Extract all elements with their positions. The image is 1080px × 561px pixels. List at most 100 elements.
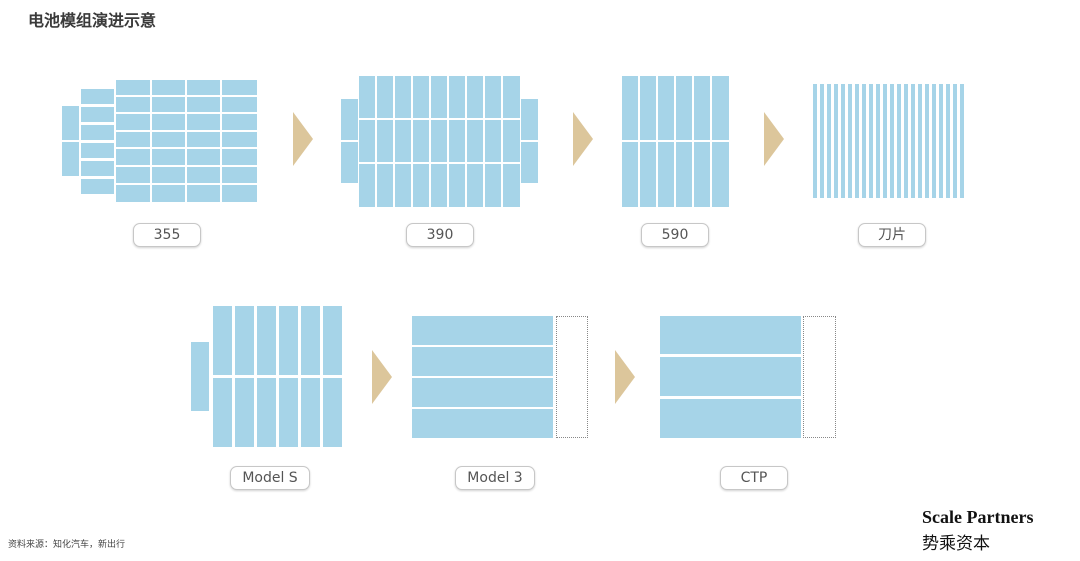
battery-cell: [377, 164, 393, 207]
battery-cell: [222, 167, 257, 183]
battery-cell: [676, 142, 692, 207]
battery-cell: [660, 357, 801, 396]
battery-cell: [116, 97, 150, 112]
label-590: 590: [641, 223, 709, 247]
battery-cell: [213, 378, 232, 447]
battery-cell: [213, 306, 232, 375]
battery-cell: [116, 149, 150, 165]
battery-cell: [503, 164, 520, 207]
arrow-right-icon: [573, 112, 593, 166]
battery-cell: [467, 120, 483, 162]
battery-cell: [359, 164, 375, 207]
battery-cell: [467, 164, 483, 207]
battery-cell: [359, 76, 375, 118]
battery-cell: [521, 99, 538, 140]
battery-cell: [395, 164, 411, 207]
battery-cell: [467, 76, 483, 118]
battery-cell: [222, 185, 257, 202]
battery-cell: [658, 142, 674, 207]
battery-cell: [377, 120, 393, 162]
battery-cell: [152, 185, 185, 202]
battery-cell: [503, 120, 520, 162]
battery-cell: [62, 106, 79, 140]
source-note: 资料来源：知化汽车，新出行: [8, 540, 126, 550]
battery-cell: [235, 306, 254, 375]
battery-cell: [116, 185, 150, 202]
battery-cell: [640, 76, 656, 140]
battery-cell: [187, 80, 220, 95]
battery-cell: [660, 399, 801, 438]
battery-cell: [449, 164, 465, 207]
battery-cell: [257, 306, 276, 375]
battery-cell: [187, 132, 220, 147]
battery-cell: [960, 84, 964, 198]
battery-cell: [116, 80, 150, 95]
battery-cell: [848, 84, 852, 198]
battery-cell: [62, 142, 79, 176]
battery-cell: [521, 142, 538, 183]
battery-cell: [449, 76, 465, 118]
label-355: 355: [133, 223, 201, 247]
battery-cell: [116, 132, 150, 147]
battery-cell: [323, 306, 342, 375]
battery-cell: [855, 84, 859, 198]
battery-cell: [152, 132, 185, 147]
battery-cell: [813, 84, 817, 198]
battery-cell: [413, 120, 429, 162]
battery-cell: [412, 347, 553, 376]
battery-cell: [222, 97, 257, 112]
battery-cell: [341, 142, 358, 183]
battery-cell: [116, 167, 150, 183]
battery-cell: [81, 107, 114, 122]
battery-cell: [503, 76, 520, 118]
battery-cell: [485, 120, 501, 162]
battery-cell: [187, 149, 220, 165]
battery-cell: [834, 84, 838, 198]
battery-cell: [712, 142, 729, 207]
battery-cell: [301, 378, 320, 447]
battery-cell: [235, 378, 254, 447]
battery-cell: [911, 84, 915, 198]
battery-cell: [412, 316, 553, 345]
battery-cell: [953, 84, 957, 198]
battery-cell: [152, 80, 185, 95]
battery-cell: [81, 125, 114, 140]
battery-cell: [932, 84, 936, 198]
battery-cell: [279, 306, 298, 375]
battery-cell: [81, 143, 114, 158]
battery-cell: [413, 164, 429, 207]
battery-cell: [431, 164, 447, 207]
brand-name-cn: 势乘资本: [922, 534, 990, 554]
battery-cell: [862, 84, 866, 198]
battery-cell: [694, 76, 710, 140]
battery-cell: [412, 409, 553, 438]
battery-cell: [904, 84, 908, 198]
battery-cell: [841, 84, 845, 198]
battery-cell: [939, 84, 943, 198]
battery-cell: [81, 89, 114, 104]
battery-cell: [660, 316, 801, 354]
empty-slot-outline: [803, 316, 836, 438]
battery-cell: [301, 306, 320, 375]
battery-cell: [222, 149, 257, 165]
arrow-right-icon: [372, 350, 392, 404]
arrow-right-icon: [615, 350, 635, 404]
battery-cell: [152, 149, 185, 165]
battery-cell: [81, 179, 114, 194]
battery-cell: [187, 97, 220, 112]
battery-cell: [694, 142, 710, 207]
label-390: 390: [406, 223, 474, 247]
battery-cell: [413, 76, 429, 118]
battery-cell: [323, 378, 342, 447]
battery-cell: [712, 76, 729, 140]
arrow-right-icon: [293, 112, 313, 166]
battery-cell: [897, 84, 901, 198]
battery-cell: [152, 97, 185, 112]
battery-cell: [918, 84, 922, 198]
battery-cell: [485, 76, 501, 118]
brand-name-en: Scale Partners: [922, 507, 1034, 527]
battery-cell: [876, 84, 880, 198]
arrow-right-icon: [764, 112, 784, 166]
battery-cell: [431, 120, 447, 162]
label-model-s: Model S: [230, 466, 310, 490]
